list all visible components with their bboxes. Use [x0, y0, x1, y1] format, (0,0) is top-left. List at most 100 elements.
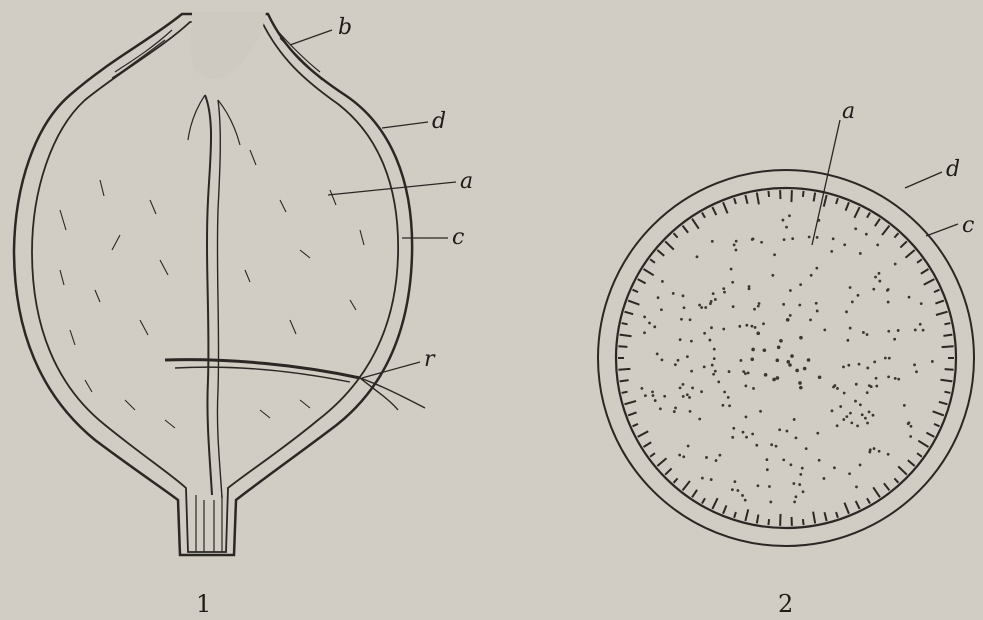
cell-dot	[831, 409, 834, 412]
cell-dot	[719, 454, 722, 457]
cell-dot	[876, 243, 879, 246]
cell-dot	[717, 381, 720, 384]
cell-dot	[887, 301, 890, 304]
cell-dot	[703, 332, 706, 335]
cell-dot	[887, 453, 890, 456]
cell-dot	[682, 383, 685, 386]
cell-dot	[735, 240, 738, 243]
cell-dot	[747, 372, 750, 375]
cell-dot	[648, 322, 651, 325]
tick-mark	[618, 346, 627, 347]
cell-dot	[751, 238, 754, 241]
cell-dot	[789, 314, 792, 317]
cell-dot	[808, 236, 811, 239]
cell-dot	[789, 289, 792, 292]
tick-mark	[944, 323, 950, 324]
cell-dot	[714, 298, 717, 301]
label-r: r	[424, 347, 436, 372]
cell-dot	[782, 219, 785, 222]
cell-dot	[843, 392, 846, 395]
cell-dot	[815, 302, 818, 305]
cell-dot	[810, 274, 813, 277]
cell-dot	[855, 486, 858, 489]
label-a-fig2: a	[842, 99, 855, 124]
cell-dot	[795, 437, 798, 440]
cell-dot	[710, 326, 713, 329]
cell-dot	[795, 369, 799, 373]
cell-dot	[765, 458, 768, 461]
cell-dot	[858, 363, 861, 366]
cell-dot	[732, 305, 735, 308]
cell-dot	[903, 404, 906, 407]
cell-dot	[818, 459, 821, 462]
cell-dot	[865, 233, 868, 236]
cell-dot	[735, 249, 738, 252]
cell-dot	[766, 468, 769, 471]
cell-dot	[851, 301, 854, 304]
cell-dot	[798, 381, 802, 385]
cell-dot	[859, 252, 862, 255]
cell-dot	[738, 325, 741, 328]
cell-dot	[782, 303, 785, 306]
cell-dot	[868, 410, 871, 413]
cell-dot	[866, 422, 869, 425]
tick-mark	[945, 369, 954, 370]
cell-dot	[799, 336, 803, 340]
cell-dot	[859, 464, 862, 467]
cell-dot	[740, 359, 743, 362]
cell-dot	[643, 315, 646, 318]
cell-dot	[760, 241, 763, 244]
cell-dot	[744, 384, 747, 387]
cell-dot	[776, 359, 780, 363]
cell-dot	[698, 304, 701, 307]
cell-dot	[894, 377, 897, 380]
cell-dot	[759, 410, 762, 413]
cell-dot	[745, 416, 748, 419]
cell-dot	[849, 412, 852, 415]
cell-dot	[744, 372, 747, 375]
cell-dot	[799, 473, 802, 476]
cell-dot	[888, 357, 891, 360]
cell-dot	[869, 448, 872, 451]
cell-dot	[754, 326, 757, 329]
cell-dot	[836, 387, 839, 390]
cell-dot	[850, 422, 853, 425]
cell-dot	[836, 424, 839, 427]
cell-dot	[872, 288, 875, 291]
cell-dot	[857, 294, 860, 297]
cell-dot	[908, 296, 911, 299]
cell-dot	[866, 367, 869, 370]
tick-mark	[943, 335, 952, 336]
cell-dot	[807, 358, 811, 362]
cell-dot	[845, 415, 848, 418]
cell-dot	[801, 467, 804, 470]
cell-dot	[897, 329, 900, 332]
cell-dot	[913, 363, 916, 366]
cell-dot	[690, 370, 693, 373]
cell-dot	[643, 331, 646, 334]
cell-dot	[723, 391, 726, 394]
cell-dot	[688, 396, 691, 399]
cell-dot	[709, 302, 712, 305]
cell-dot	[744, 499, 747, 502]
cell-dot	[872, 414, 875, 417]
cell-dot	[862, 331, 865, 334]
label-c-fig2: c	[962, 213, 974, 238]
cell-dot	[849, 286, 852, 289]
cell-dot	[845, 310, 848, 313]
tick-mark	[944, 392, 950, 393]
cell-dot	[793, 418, 796, 421]
cell-dot	[680, 318, 683, 321]
cell-dot	[785, 226, 788, 229]
cell-dot	[700, 390, 703, 393]
cell-dot	[922, 329, 925, 332]
cell-dot	[677, 359, 680, 362]
cell-dot	[776, 376, 780, 380]
cell-dot	[786, 360, 790, 364]
cell-dot	[709, 339, 712, 342]
tick-mark	[620, 380, 629, 381]
cell-dot	[816, 310, 819, 313]
cell-dot	[689, 410, 692, 413]
cell-dot	[753, 308, 756, 311]
